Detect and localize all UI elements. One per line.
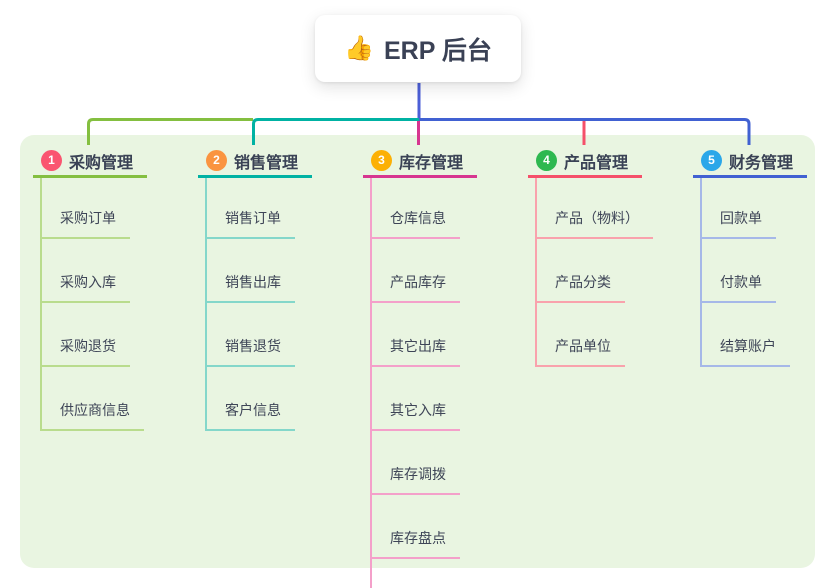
child-node[interactable]: 产品库存 — [372, 239, 460, 303]
branch-children: 回款单 付款单 结算账户 — [700, 178, 807, 367]
branch-number-badge: 4 — [536, 150, 557, 171]
branch-title: 采购管理 — [69, 154, 134, 172]
branch-node[interactable]: 4 产品管理 — [528, 146, 642, 178]
branch-node[interactable]: 3 库存管理 — [363, 146, 477, 178]
branch-sales: 2 销售管理 销售订单 销售出库 销售退货 客户信息 — [198, 146, 312, 431]
child-node[interactable]: 销售订单 — [207, 178, 295, 239]
branch-purchase: 1 采购管理 采购订单 采购入库 采购退货 供应商信息 — [33, 146, 147, 431]
child-node[interactable]: 其它入库 — [372, 367, 460, 431]
branch-children: 仓库信息 产品库存 其它出库 其它入库 库存调拨 库存盘点 出库库明细 — [370, 178, 477, 588]
thumbs-up-icon: 👍 — [344, 34, 374, 62]
root-node[interactable]: 👍 ERP 后台 — [315, 15, 521, 82]
branch-finance: 5 财务管理 回款单 付款单 结算账户 — [693, 146, 807, 367]
child-node[interactable]: 销售出库 — [207, 239, 295, 303]
child-node[interactable]: 供应商信息 — [42, 367, 144, 431]
branch-title: 库存管理 — [399, 154, 464, 172]
child-node[interactable]: 采购入库 — [42, 239, 130, 303]
branch-children: 销售订单 销售出库 销售退货 客户信息 — [205, 178, 312, 431]
child-node[interactable]: 结算账户 — [702, 303, 790, 367]
child-node[interactable]: 付款单 — [702, 239, 776, 303]
child-node[interactable]: 产品单位 — [537, 303, 625, 367]
child-node[interactable]: 回款单 — [702, 178, 776, 239]
branch-number-badge: 1 — [41, 150, 62, 171]
branch-inventory: 3 库存管理 仓库信息 产品库存 其它出库 其它入库 库存调拨 库存盘点 出库库… — [363, 146, 477, 588]
branch-node[interactable]: 5 财务管理 — [693, 146, 807, 178]
branches-background-panel — [20, 135, 815, 568]
child-node[interactable]: 库存盘点 — [372, 495, 460, 559]
child-node[interactable]: 客户信息 — [207, 367, 295, 431]
child-node[interactable]: 出库库明细 — [372, 559, 474, 588]
branch-node[interactable]: 1 采购管理 — [33, 146, 147, 178]
child-node[interactable]: 采购退货 — [42, 303, 130, 367]
child-node[interactable]: 仓库信息 — [372, 178, 460, 239]
branch-number-badge: 3 — [371, 150, 392, 171]
root-node-label: ERP 后台 — [383, 36, 492, 65]
child-node[interactable]: 库存调拨 — [372, 431, 460, 495]
child-node[interactable]: 产品（物料） — [537, 178, 653, 239]
child-node[interactable]: 其它出库 — [372, 303, 460, 367]
branch-number-badge: 2 — [206, 150, 227, 171]
branch-title: 销售管理 — [234, 154, 299, 172]
branch-title: 产品管理 — [564, 154, 629, 172]
branch-children: 产品（物料） 产品分类 产品单位 — [535, 178, 653, 367]
branch-title: 财务管理 — [729, 154, 794, 172]
child-node[interactable]: 采购订单 — [42, 178, 130, 239]
branch-number-badge: 5 — [701, 150, 722, 171]
branch-product: 4 产品管理 产品（物料） 产品分类 产品单位 — [528, 146, 653, 367]
child-node[interactable]: 销售退货 — [207, 303, 295, 367]
branch-children: 采购订单 采购入库 采购退货 供应商信息 — [40, 178, 147, 431]
child-node[interactable]: 产品分类 — [537, 239, 625, 303]
branch-node[interactable]: 2 销售管理 — [198, 146, 312, 178]
